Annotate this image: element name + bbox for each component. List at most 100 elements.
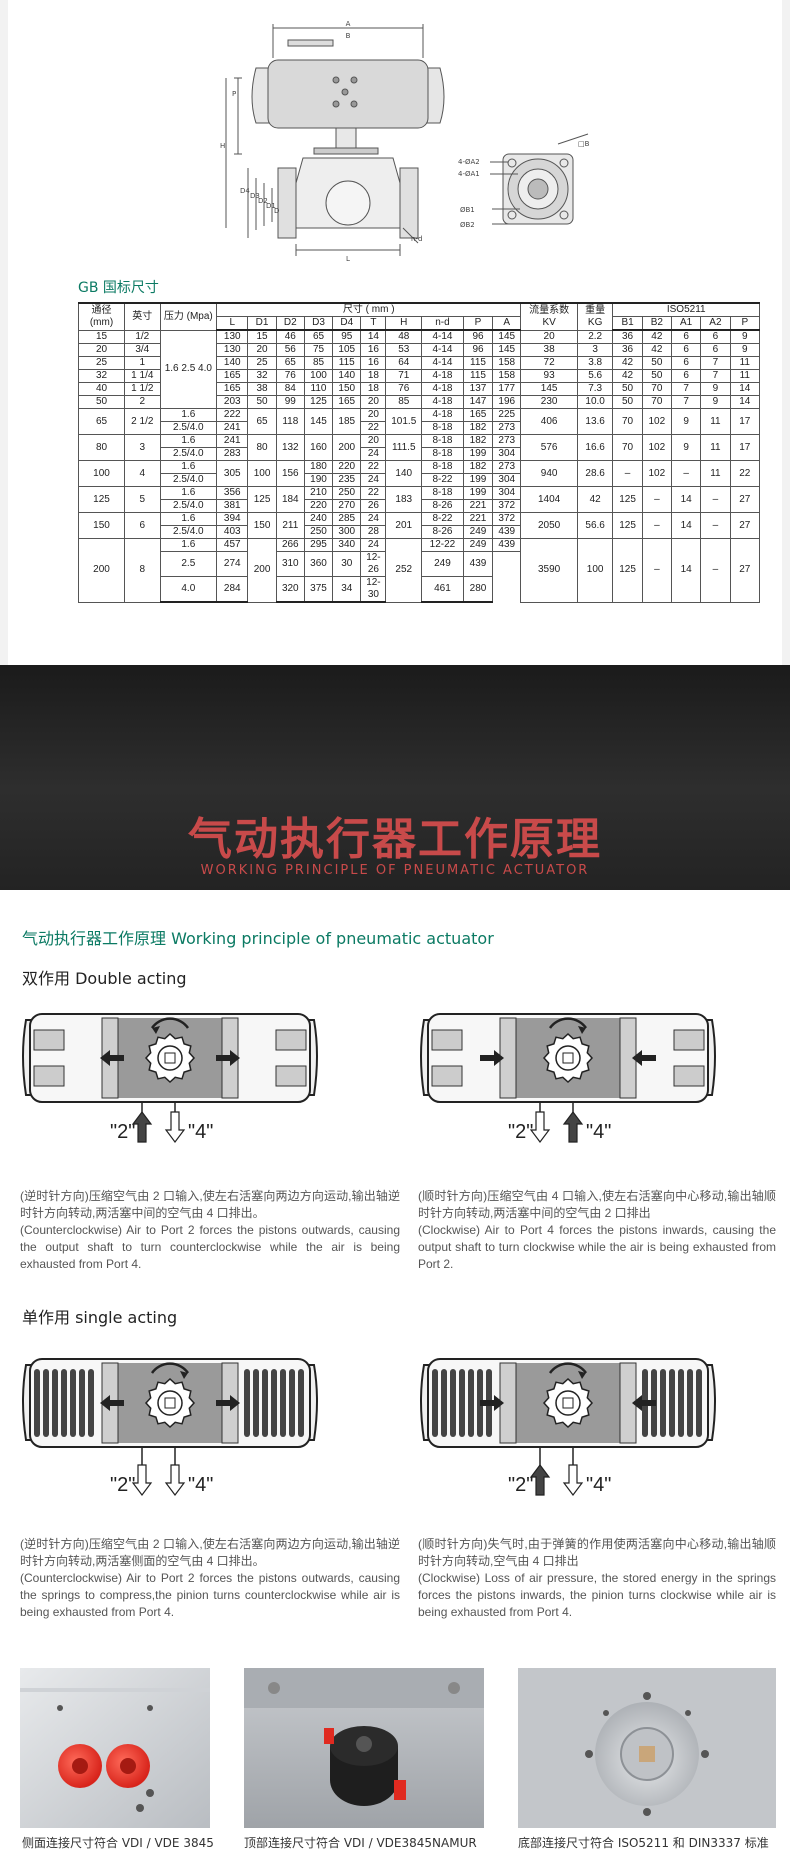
cell-b1: 70 [612,408,643,435]
cell-nd: 4-18 [421,382,464,396]
cell-t: 24 [360,538,387,552]
drawing-label-nd: n-d [411,235,422,243]
double-acting-cw-diagram-port4-label: "4" [586,1121,611,1143]
cell-p: 221 [462,499,494,513]
cell-a: 372 [492,499,522,513]
cell-a2: – [700,486,731,513]
cell-a1: 7 [670,382,702,396]
double-acting-ccw-diagram-endcap-right-2 [275,1065,307,1087]
cell-p: 221 [462,512,494,526]
cell-b2: – [641,512,672,539]
cell-a2: 6 [700,329,731,344]
cell-d2: 76 [275,369,305,383]
cell-a2: 9 [700,395,731,409]
cell-nd: 12-30 [360,576,387,603]
drawing-label-l: L [346,255,350,263]
cell-t: 22 [360,460,387,474]
cell-a1: 14 [670,512,702,539]
gb-dimension-table: 通径 (mm) 英寸 压力 (Mpa) 尺寸 ( mm ) 流量系数 KV 重量… [77,302,761,603]
cell-iso-p: 14 [729,395,761,409]
cell-d1: 80 [247,434,277,461]
cell-iso-p: 17 [729,434,761,461]
cell-kv: 406 [520,408,578,435]
cell-d3: 295 [303,538,334,552]
cell-p: 249 [462,525,494,539]
cell-inch: 2 [124,395,161,409]
cell-h: 201 [385,512,423,539]
cell-t: 14 [360,329,387,344]
single-acting-ccw-diagram-port4-arrow [164,1464,186,1496]
cell-d1: 20 [247,343,277,357]
top-connection-caption: 顶部连接尺寸符合 VDI / VDE3845NAMUR [244,1836,477,1849]
drawing-label-d4: D4 [240,187,250,195]
header-col-a2: A2 [700,316,731,331]
cell-kg: 100 [576,538,614,603]
cell-iso-p: 9 [729,329,761,344]
cell-kv: 3590 [520,538,578,603]
cell-b2: – [641,486,672,513]
header-col-a1: A1 [670,316,702,331]
cell-d4: 150 [332,382,362,396]
header-col-t: T [360,316,387,331]
double-acting-cw-diagram-pinion-shaft [562,1052,574,1064]
cell-t: 16 [360,356,387,370]
cell-t: 22 [360,421,387,435]
double-acting-ccw-diagram-port4-arrow [164,1111,186,1143]
banner-title-cn: 气动执行器工作原理 [188,814,602,865]
cell-b1: 125 [612,538,643,603]
cell-d2: 266 [275,538,305,552]
cell-t: 24 [360,447,387,461]
dimension-section: A B P H D4 D3 D2 D1 D L n-d [0,0,790,665]
header-kv: 流量系数 KV [520,302,578,331]
cell-a1: 14 [670,538,702,603]
cell-a2: 11 [700,460,731,487]
cell-a1: 14 [670,486,702,513]
cell-inch: 8 [124,538,161,603]
cell-pressure: 2.5/4.0 [159,421,218,435]
cell-b1: 125 [612,486,643,513]
double-acting-cw-diagram-endcap-left-2 [431,1065,463,1087]
cell-h: 53 [385,343,423,357]
double-acting-cw-diagram-port4-arrow [562,1111,584,1143]
header-col-d2: D2 [275,316,305,331]
cell-h: 140 [385,460,423,487]
single-acting-cw-diagram-port2-arrow [529,1464,551,1496]
cell-p: 182 [462,434,494,448]
single-acting-ccw-diagram-arrow-right [216,1395,240,1411]
cell-a1: – [670,460,702,487]
single-acting-cw-diagram-spring-left [450,1369,456,1437]
cell-iso-p: 17 [729,408,761,435]
cell-h: 111.5 [385,434,423,461]
drawing-label-p: P [232,90,236,98]
cell-l: 165 [216,369,249,383]
single-acting-cw-diagram-arrow-left [480,1395,504,1411]
cell-b1: 70 [612,434,643,461]
drawing-label-h: H [220,142,225,150]
dimension-panel: A B P H D4 D3 D2 D1 D L n-d [8,0,782,665]
cell-d3: 320 [275,576,305,603]
cell-nd: 12-26 [360,551,387,577]
cell-iso-p: 22 [729,460,761,487]
cell-kg: 28.6 [576,460,614,487]
cell-p: 199 [462,486,494,500]
single-acting-ccw-diagram-spring-left [70,1369,76,1437]
single-ccw-cn: (逆时针方向)压缩空气由 2 口输入,使左右活塞向两边方向运动,输出轴逆时针方向… [20,1537,400,1568]
cell-a: 304 [492,473,522,487]
cell-t: 22 [360,486,387,500]
cell-kv: 940 [520,460,578,487]
cell-d2: 132 [275,434,305,461]
cell-inch: 3 [124,434,161,461]
cell-d4: 200 [332,434,362,461]
single-acting-cw-diagram-port4-arrow [562,1464,584,1496]
cell-inch: 4 [124,460,161,487]
cell-t: 34 [332,576,362,603]
cell-d1: 65 [247,408,277,435]
cell-dn: 50 [77,395,126,409]
cell-kg: 5.6 [576,369,614,383]
drawing-label-d3: D3 [250,192,260,200]
cell-a1: 7 [670,395,702,409]
side-connection-photo [20,1668,210,1828]
